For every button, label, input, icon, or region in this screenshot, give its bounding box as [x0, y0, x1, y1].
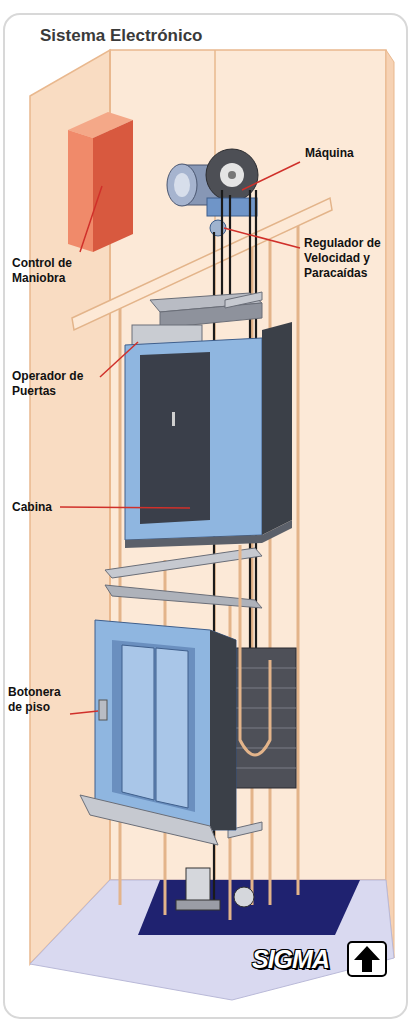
part-label: Máquina — [305, 146, 405, 161]
machine-floor-part — [72, 198, 332, 330]
counterweight — [236, 545, 296, 788]
diagram-title: Sistema Electrónico — [40, 26, 203, 46]
machine — [167, 149, 258, 236]
part-label: Cabina — [12, 500, 58, 515]
part-label: Operador de Puertas — [12, 369, 98, 399]
landing-door-part — [80, 795, 218, 845]
counterweight-part — [236, 668, 296, 669]
machine-part — [174, 173, 190, 197]
landing-door-part — [112, 640, 195, 812]
leader-lines-part — [224, 228, 300, 248]
cabin-part — [172, 412, 175, 426]
part-label: Botonera de piso — [8, 685, 68, 715]
cabin-part — [125, 338, 262, 540]
logo-icon — [348, 942, 386, 976]
shaft-floor-part — [138, 880, 360, 935]
landing-door-part — [210, 630, 236, 830]
machine-part — [167, 164, 197, 206]
part-label: Control de Maniobra — [12, 256, 98, 286]
machine-part — [220, 163, 244, 187]
pit-equipment — [176, 868, 254, 910]
cabin-part — [262, 322, 292, 535]
counterweight-part — [236, 728, 296, 729]
shaft-walls — [30, 50, 394, 964]
leader-lines-part — [242, 162, 300, 190]
landing-door-part — [156, 648, 188, 808]
machine-floor — [72, 198, 332, 330]
counterweight-part — [236, 648, 296, 788]
pit-equipment-part — [176, 900, 220, 910]
machine-part — [210, 220, 226, 236]
part-label: Regulador de Velocidad y Paracaídas — [304, 236, 408, 281]
logo-icon-part — [348, 942, 386, 976]
landing-door-part — [95, 620, 236, 830]
shaft-walls-part — [386, 50, 394, 958]
counterweight-part — [236, 688, 296, 689]
control-cabinet — [68, 112, 133, 252]
leader-lines-part — [100, 342, 138, 377]
shaft-floor-part — [30, 880, 394, 1000]
leader-lines-part — [70, 711, 98, 714]
brand-watermark: SIGMA — [252, 945, 329, 973]
leader-lines-part — [60, 507, 190, 508]
page-frame-part — [4, 14, 407, 1018]
shaft-floor — [30, 880, 394, 1000]
control-cabinet-part — [68, 130, 93, 252]
cabin-part — [140, 352, 210, 524]
counterweight-part — [236, 708, 296, 709]
ropes-part — [221, 190, 223, 300]
machine-part — [228, 171, 236, 179]
leader-lines-part — [80, 186, 102, 252]
control-cabinet-part — [93, 120, 133, 252]
ropes-part — [229, 195, 231, 300]
landing-door-part — [122, 645, 154, 800]
logo-icon-part — [354, 946, 380, 972]
page-frame — [4, 14, 407, 1018]
leader-lines — [60, 162, 300, 714]
cabin-part — [125, 520, 292, 548]
cabin-part — [160, 303, 262, 328]
guide-rails-part — [297, 220, 300, 895]
landing-door-part — [99, 700, 107, 720]
counterweight-part — [240, 545, 270, 755]
rail-brackets-part — [105, 548, 262, 578]
rail-brackets-part — [225, 292, 262, 308]
landing-door — [80, 620, 236, 845]
rail-brackets-part — [105, 585, 262, 608]
shaft-walls-part — [110, 50, 386, 880]
counterweight-part — [236, 768, 296, 769]
cabin — [125, 293, 292, 548]
pit-equipment-part — [234, 887, 254, 907]
